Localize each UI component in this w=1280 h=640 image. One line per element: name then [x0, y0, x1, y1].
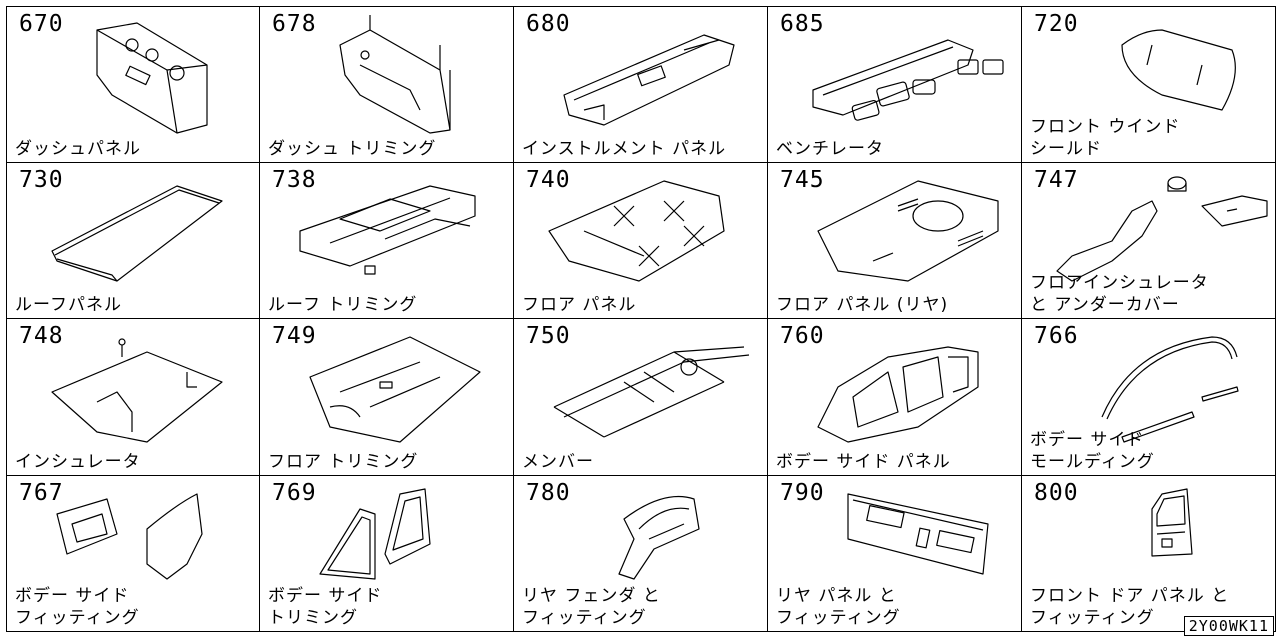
- category-cell-780[interactable]: 780 リヤ フェンダ と フィッティング: [514, 475, 768, 632]
- category-label: リヤ パネル と フィッティング: [776, 586, 901, 628]
- roof-trimming-illustration: [299, 184, 476, 275]
- dash-trimming-illustration: [339, 15, 451, 134]
- instrument-panel-illustration: [563, 34, 735, 126]
- category-cell-747[interactable]: 747 フロアインシュレータ と アンダーカバー: [1022, 162, 1276, 319]
- rear-panel-illustration: [847, 492, 989, 575]
- part-number: 740: [526, 166, 571, 193]
- rear-fender-illustration: [618, 495, 700, 580]
- part-number: 670: [19, 11, 64, 37]
- floor-trimming-illustration: [309, 336, 481, 443]
- category-label: ダッシュ トリミング: [268, 138, 437, 159]
- category-label: フロント ドア パネル と フィッティング: [1030, 586, 1230, 628]
- category-cell-678[interactable]: 678 ダッシュ トリミング: [260, 6, 514, 163]
- category-label: フロア トリミング: [268, 451, 419, 472]
- category-cell-748[interactable]: 748 インシュレータ: [6, 319, 260, 476]
- part-number: 680: [526, 11, 571, 37]
- body-side-trimming-illustration: [319, 487, 431, 580]
- part-number: 766: [1034, 323, 1079, 349]
- part-number: 747: [1034, 166, 1079, 193]
- category-cell-800[interactable]: 800 フロント ドア パネル と フィッティング: [1022, 475, 1276, 632]
- category-cell-738[interactable]: 738 ルーフ トリミング: [260, 162, 514, 319]
- category-cell-685[interactable]: 685 ベンチレータ: [768, 6, 1022, 163]
- category-label: フロント ウインド シールド: [1030, 116, 1181, 159]
- category-label: フロア パネル: [522, 295, 637, 315]
- body-side-molding-illustration: [1101, 336, 1239, 443]
- front-door-panel-illustration: [1151, 487, 1193, 557]
- diagram-code: 2Y00WK11: [1183, 616, 1274, 636]
- category-cell-767[interactable]: 767 ボデー サイド フィッティング: [6, 475, 260, 632]
- category-cell-745[interactable]: 745 フロア パネル (リヤ): [768, 162, 1022, 319]
- category-label: メンバー: [522, 451, 594, 472]
- body-side-panel-illustration: [817, 346, 979, 443]
- part-number: 745: [780, 166, 825, 193]
- part-number: 749: [272, 323, 317, 349]
- floor-panel-illustration: [548, 179, 725, 282]
- category-label: フロア パネル (リヤ): [776, 295, 949, 315]
- insulator-illustration: [51, 338, 223, 443]
- category-label: ボデー サイド モールディング: [1030, 429, 1155, 472]
- category-label: インシュレータ: [15, 451, 141, 472]
- part-number: 720: [1034, 11, 1079, 37]
- part-number: 790: [780, 479, 825, 506]
- windshield-illustration: [1121, 29, 1236, 111]
- category-label: ベンチレータ: [776, 138, 884, 159]
- part-number: 750: [526, 323, 571, 349]
- category-label: インストルメント パネル: [522, 138, 727, 159]
- part-number: 800: [1034, 479, 1079, 506]
- part-number: 760: [780, 323, 825, 349]
- category-cell-670[interactable]: 670 ダッシュパネル: [6, 6, 260, 163]
- body-side-fitting-illustration: [56, 492, 203, 580]
- category-cell-720[interactable]: 720 フロント ウインド シールド: [1022, 6, 1276, 163]
- part-number: 678: [272, 11, 317, 37]
- category-cell-760[interactable]: 760 ボデー サイド パネル: [768, 319, 1022, 476]
- category-cell-766[interactable]: 766 ボデー サイド モールディング: [1022, 319, 1276, 476]
- part-number: 780: [526, 479, 571, 506]
- category-label: フロアインシュレータ と アンダーカバー: [1030, 273, 1209, 315]
- roof-panel-illustration: [51, 184, 223, 282]
- part-number: 769: [272, 479, 317, 506]
- category-label: ボデー サイド トリミング: [268, 586, 383, 628]
- category-cell-790[interactable]: 790 リヤ パネル と フィッティング: [768, 475, 1022, 632]
- category-label: ボデー サイド パネル: [776, 451, 951, 472]
- rear-floor-panel-illustration: [817, 179, 999, 282]
- member-frame-illustration: [553, 346, 750, 438]
- category-label: リヤ フェンダ と フィッティング: [522, 586, 661, 628]
- category-cell-740[interactable]: 740 フロア パネル: [514, 162, 768, 319]
- category-label: ルーフパネル: [15, 295, 122, 315]
- part-number: 767: [19, 479, 64, 506]
- category-label: ボデー サイド フィッティング: [15, 586, 140, 628]
- part-number: 730: [19, 166, 64, 193]
- part-number: 748: [19, 323, 64, 349]
- part-number: 738: [272, 166, 317, 193]
- category-cell-680[interactable]: 680 インストルメント パネル: [514, 6, 768, 163]
- category-cell-750[interactable]: 750 メンバー: [514, 319, 768, 476]
- dash-panel-illustration: [96, 22, 208, 134]
- category-cell-749[interactable]: 749 フロア トリミング: [260, 319, 514, 476]
- parts-category-grid: 670 ダッシュパネル 678 ダッシュ トリミング 680 インストルメント …: [6, 6, 1276, 636]
- category-label: ルーフ トリミング: [268, 295, 418, 315]
- ventilator-illustration: [812, 39, 1004, 121]
- part-number: 685: [780, 11, 825, 37]
- category-label: ダッシュパネル: [15, 138, 141, 159]
- category-cell-769[interactable]: 769 ボデー サイド トリミング: [260, 475, 514, 632]
- category-cell-730[interactable]: 730 ルーフパネル: [6, 162, 260, 319]
- floor-insulator-illustration: [1056, 175, 1268, 282]
